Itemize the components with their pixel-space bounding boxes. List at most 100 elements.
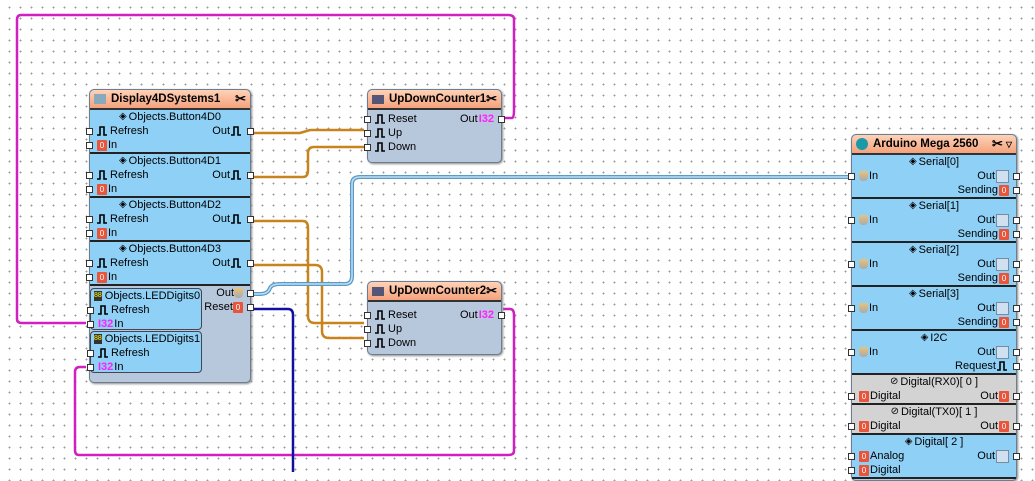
output-pin[interactable] [1013,305,1020,312]
input-pin[interactable] [87,364,94,371]
tools-icon[interactable]: ✂ [486,283,497,298]
pin-label: In [114,361,124,373]
arduino-mega-block[interactable]: Arduino Mega 2560 ✂ ▽ ◈Serial[0] In Out … [848,134,1020,481]
dropdown-icon[interactable]: ▽ [1005,139,1012,149]
clock-icon [97,170,109,180]
counter2-header[interactable]: UpDownCounter2 ✂ [368,282,501,302]
pin-label: Refresh [110,169,149,181]
input-pin[interactable] [364,312,371,319]
input-pin[interactable] [848,393,855,400]
display4dsystems-block[interactable]: Display4DSystems1 ✂ ◈Objects.Button4D0 R… [86,89,254,383]
output-pin[interactable] [247,128,254,135]
wire-button1-to-down1[interactable] [253,145,364,179]
input-pin[interactable] [86,142,93,149]
tools-icon[interactable]: ✂ [235,91,246,106]
input-pin[interactable] [848,453,855,460]
pin-section[interactable]: ◈I2C In Out Request [848,331,1020,375]
wire-counter1-to-leddigits0[interactable] [15,13,516,325]
output-pin[interactable] [498,312,505,319]
input-pin[interactable] [848,349,855,356]
output-pin[interactable] [247,260,254,267]
wire-leddigits-out-to-serial0[interactable] [253,175,848,296]
pin-label: Refresh [110,125,149,137]
output-pin[interactable] [247,216,254,223]
output-pin[interactable] [1013,217,1020,224]
pin-row: Refresh [87,303,201,317]
input-pin[interactable] [364,326,371,333]
int32-icon: I32 [478,113,494,125]
wire-reset[interactable] [253,307,295,472]
wire-button3-to-down2[interactable] [253,263,364,340]
serial-icon [859,215,868,225]
int32-icon: I32 [98,361,114,373]
digital-icon: 0 [859,464,869,476]
output-pin[interactable] [247,172,254,179]
output-pin[interactable] [498,116,505,123]
input-pin[interactable] [86,274,93,281]
output-pin[interactable] [1013,231,1020,238]
wire-button0-to-up1[interactable] [253,128,364,135]
input-pin[interactable] [86,172,93,179]
output-pin[interactable] [1013,423,1020,430]
input-pin[interactable] [247,304,254,311]
pin-label: Refresh [110,213,149,225]
input-pin[interactable] [364,116,371,123]
pin-label: Out [212,169,230,181]
output-pin[interactable] [1013,453,1020,460]
pin-label: Out [459,309,478,321]
input-pin[interactable] [848,217,855,224]
input-pin[interactable] [364,130,371,137]
output-pin[interactable] [1013,363,1020,370]
wire-button2-to-up2[interactable] [253,219,364,325]
input-pin[interactable] [364,144,371,151]
input-pin[interactable] [87,307,94,314]
output-icon [996,301,1009,315]
display-header[interactable]: Display4DSystems1 ✂ [90,90,250,110]
tools-icon[interactable]: ✂ [486,91,497,106]
input-pin[interactable] [848,261,855,268]
input-pin[interactable] [86,216,93,223]
output-pin[interactable] [1013,275,1020,282]
clock-icon [375,114,387,124]
counter1-header[interactable]: UpDownCounter1 ✂ [368,90,501,110]
output-pin[interactable] [1013,319,1020,326]
input-pin[interactable] [364,340,371,347]
input-pin[interactable] [848,467,855,474]
input-pin[interactable] [848,173,855,180]
output-pin[interactable] [1013,173,1020,180]
digital-icon: 0 [97,271,107,283]
output-pin[interactable] [247,290,254,297]
tools-icon[interactable]: ✂ [991,136,1003,151]
output-pin[interactable] [1013,261,1020,268]
input-pin[interactable] [848,305,855,312]
input-pin[interactable] [86,186,93,193]
output-pin[interactable] [1013,349,1020,356]
input-pin[interactable] [87,321,94,328]
input-pin[interactable] [86,260,93,267]
output-pin[interactable] [1013,187,1020,194]
input-pin[interactable] [86,128,93,135]
input-pin[interactable] [848,423,855,430]
output-icon [996,345,1009,359]
arduino-header[interactable]: Arduino Mega 2560 ✂ ▽ [852,135,1016,155]
output-pin[interactable] [1013,393,1020,400]
input-pin[interactable] [86,230,93,237]
input-pin[interactable] [87,350,94,357]
clock-icon [231,126,243,136]
